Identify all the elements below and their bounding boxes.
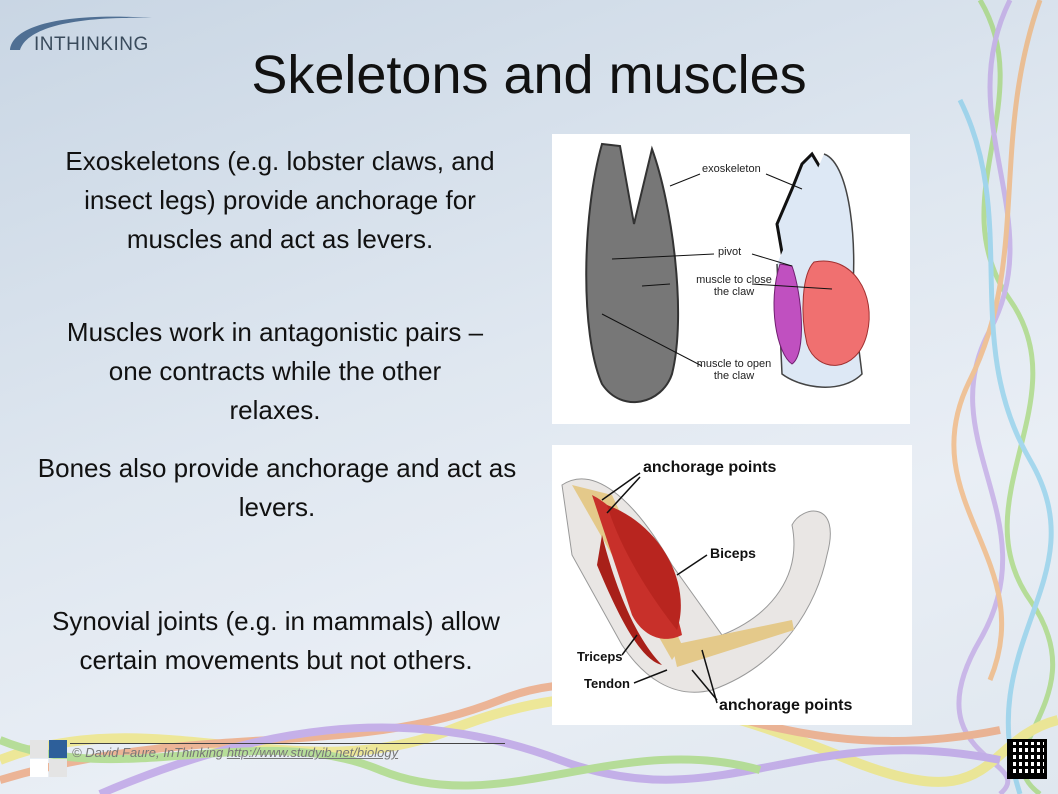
logo-text: INTHINKING <box>34 34 149 55</box>
arm-muscle-diagram: anchorage points Biceps Triceps Tendon a… <box>552 445 912 725</box>
label-muscle-open: muscle to open the claw <box>696 358 772 382</box>
slide-title: Skeletons and muscles <box>251 45 807 105</box>
paragraph-synovial: Synovial joints (e.g. in mammals) allow … <box>52 606 500 675</box>
footer-link[interactable]: http://www.studyib.net/biology <box>226 745 399 760</box>
label-triceps: Triceps <box>577 649 623 664</box>
label-anchorage-bottom: anchorage points <box>719 697 853 714</box>
paragraph-antagonistic: Muscles work in antagonistic pairs – one… <box>66 317 484 425</box>
qr-code-icon[interactable] <box>1007 739 1047 779</box>
label-biceps: Biceps <box>710 545 756 561</box>
footer-rule <box>70 743 505 744</box>
lobster-claw-diagram: exoskeleton pivot muscle to close the cl… <box>552 134 910 424</box>
paragraph-exoskeletons: Exoskeletons (e.g. lobster claws, and in… <box>65 146 495 254</box>
footer-logo-squares <box>30 740 67 777</box>
paragraph-bones: Bones also provide anchorage and act as … <box>37 453 517 522</box>
label-pivot: pivot <box>718 246 742 258</box>
label-muscle-close: muscle to close the claw <box>696 274 772 298</box>
footer-copyright: © David Faure, InThinking <box>72 745 227 760</box>
inthinking-logo: INTHINKING <box>2 6 162 56</box>
label-anchorage-top: anchorage points <box>643 459 777 476</box>
footer: © David Faure, InThinking http://www.stu… <box>72 745 398 760</box>
label-exoskeleton: exoskeleton <box>702 163 761 175</box>
label-tendon: Tendon <box>584 676 630 691</box>
